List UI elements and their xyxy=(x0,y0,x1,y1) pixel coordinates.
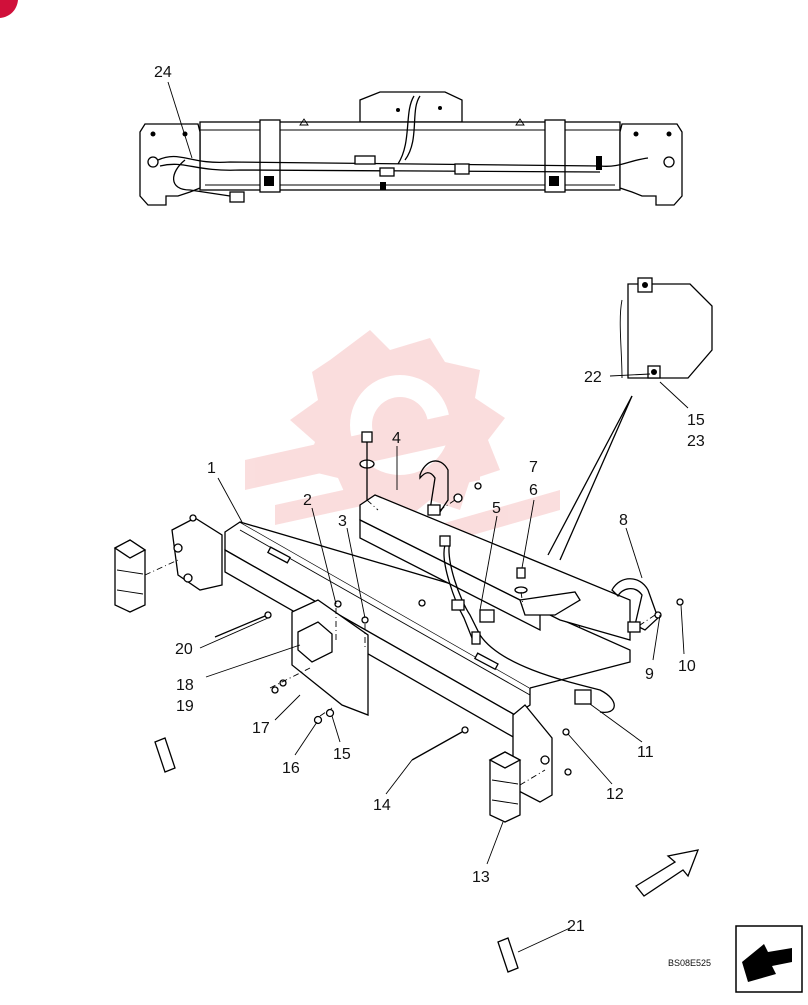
navigation-arrow-box-icon[interactable] xyxy=(735,925,803,993)
callout-11: 11 xyxy=(637,744,654,761)
callout-3: 3 xyxy=(338,513,347,530)
callout-6: 6 xyxy=(529,482,538,499)
leader-lines xyxy=(167,81,689,953)
callout-12: 12 xyxy=(606,786,624,803)
top-view-assembly xyxy=(139,91,683,206)
front-direction-arrow-icon xyxy=(635,849,700,897)
callout-4: 4 xyxy=(392,430,401,447)
callout-15-upper: 15 xyxy=(687,412,705,429)
callout-22: 22 xyxy=(584,369,602,386)
detail-inset xyxy=(547,277,713,561)
callout-10: 10 xyxy=(678,658,696,675)
callout-1: 1 xyxy=(207,460,216,477)
callout-8: 8 xyxy=(619,512,628,529)
callout-16: 16 xyxy=(282,760,300,777)
callout-19: 19 xyxy=(176,698,194,715)
callout-24: 24 xyxy=(154,64,172,81)
callout-7: 7 xyxy=(529,459,538,476)
callout-20: 20 xyxy=(175,641,193,658)
callout-15-lower: 15 xyxy=(333,746,351,763)
callout-23: 23 xyxy=(687,433,705,450)
callout-17: 17 xyxy=(252,720,270,737)
callout-14: 14 xyxy=(373,797,391,814)
corner-badge-icon xyxy=(0,0,18,18)
callout-13: 13 xyxy=(472,869,490,886)
callout-21: 21 xyxy=(567,918,585,935)
drawing-code: BS08E525 xyxy=(668,958,711,968)
callout-5: 5 xyxy=(492,500,501,517)
callout-2: 2 xyxy=(303,492,312,509)
callout-labels: 24 22 15 23 1 2 3 4 5 6 7 8 9 10 11 12 1… xyxy=(154,64,705,935)
callout-9: 9 xyxy=(645,666,654,683)
exploded-view xyxy=(113,431,684,973)
callout-18: 18 xyxy=(176,677,194,694)
